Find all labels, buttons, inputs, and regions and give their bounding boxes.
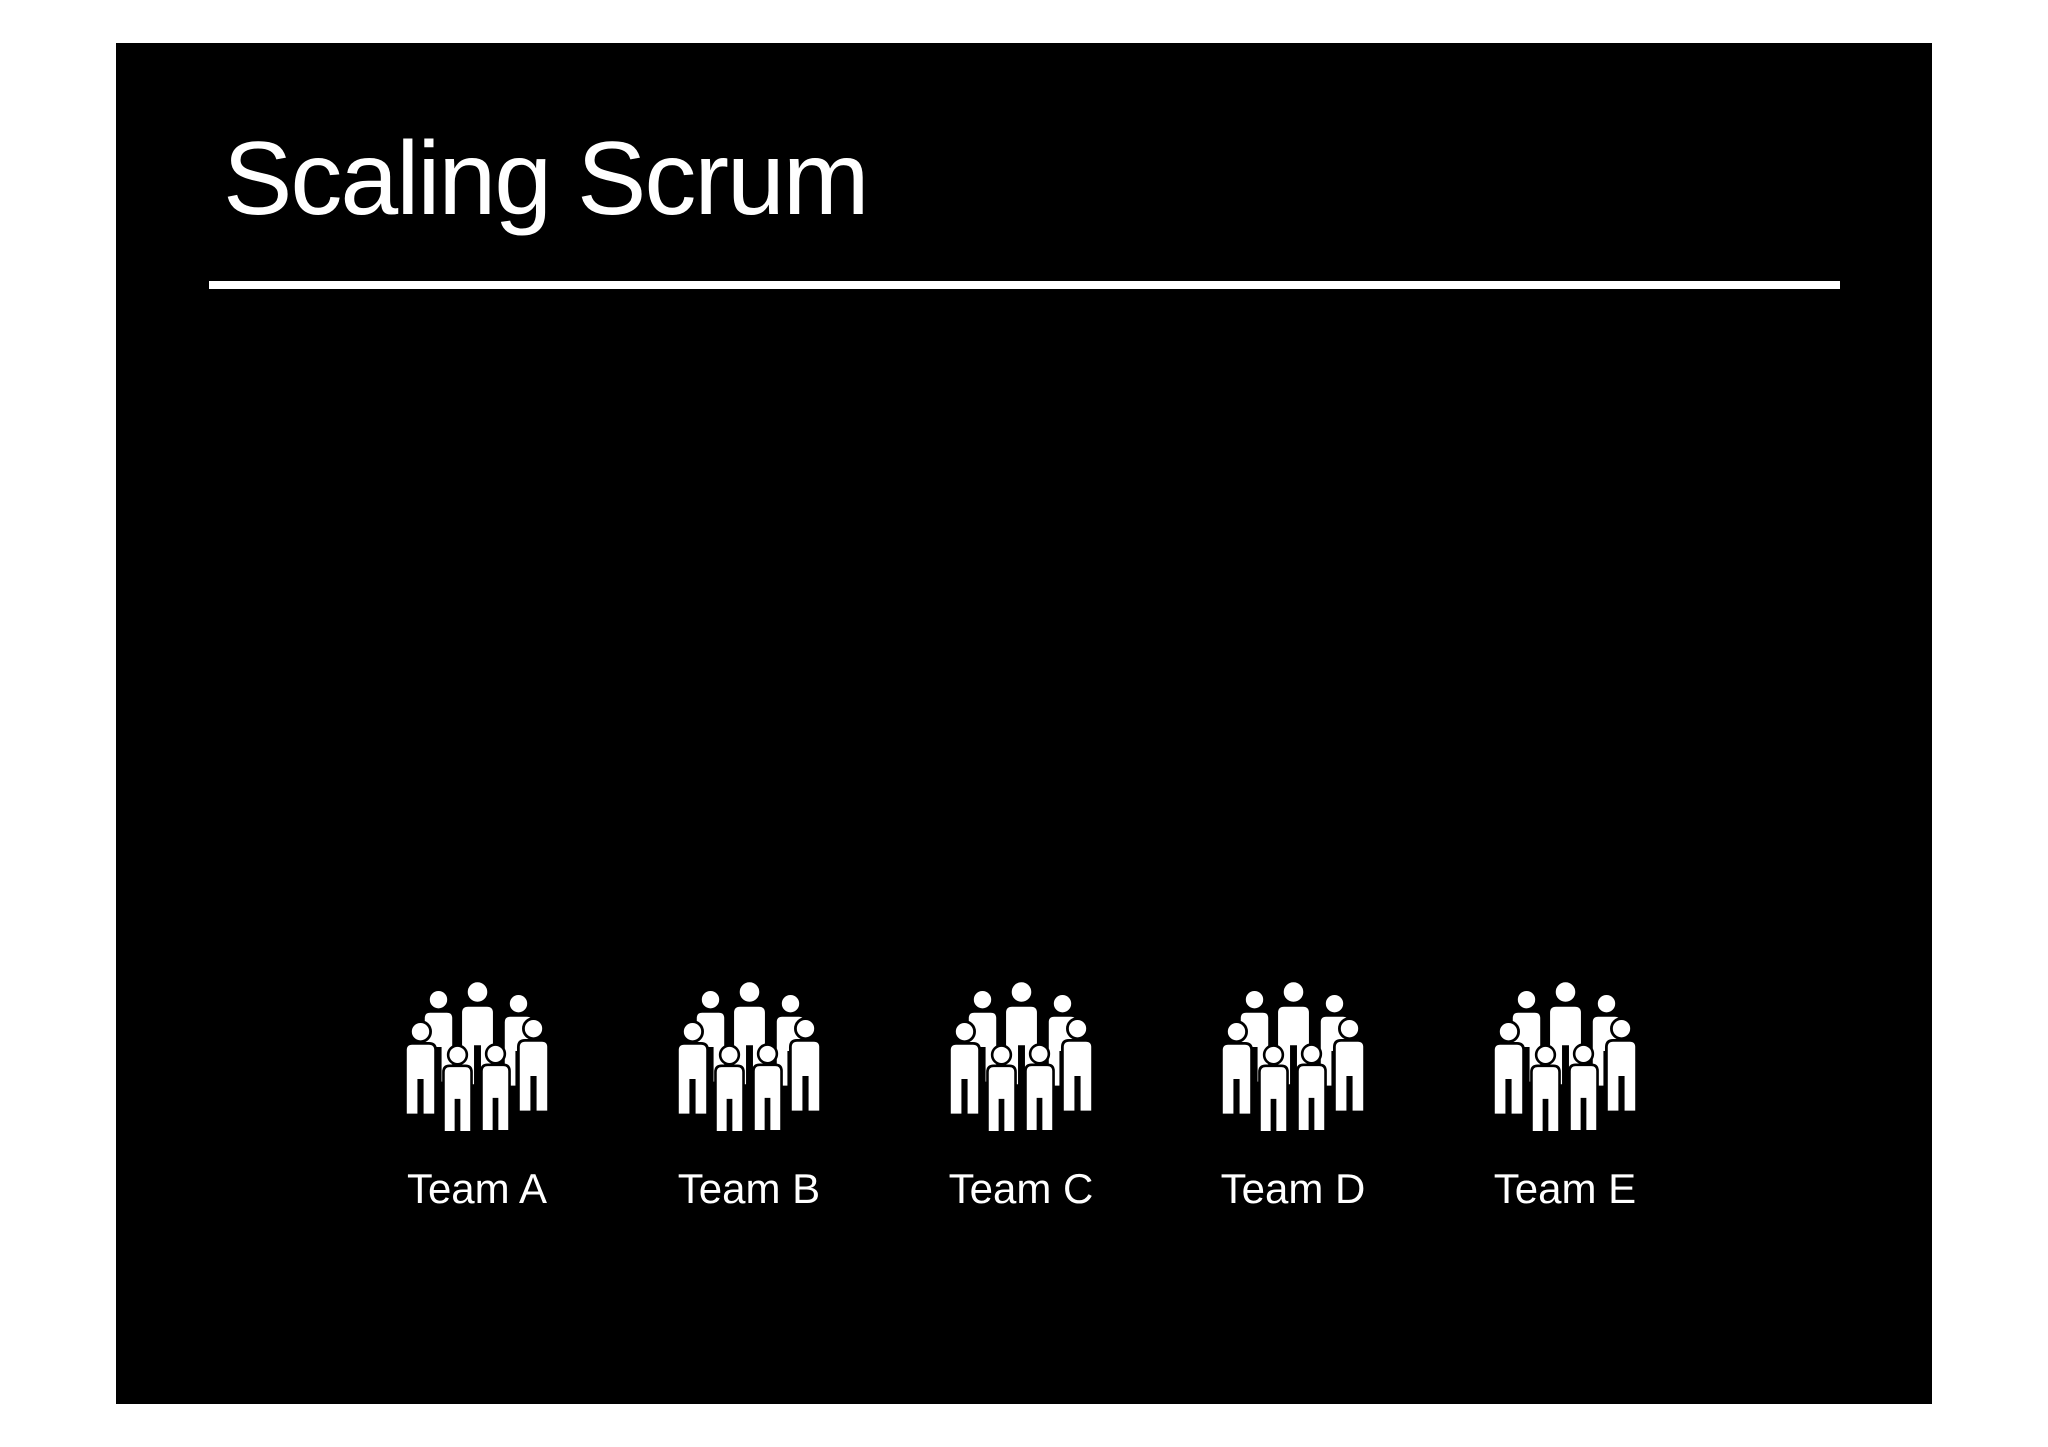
people-group-icon	[941, 980, 1101, 1140]
team-b: Team B	[649, 980, 849, 1214]
team-c: Team C	[921, 980, 1121, 1214]
team-label: Team C	[948, 1165, 1094, 1212]
people-group-icon	[1485, 980, 1645, 1140]
people-group-icon	[1213, 980, 1373, 1140]
team-label: Team A	[406, 1165, 548, 1212]
team-e: Team E	[1465, 980, 1665, 1214]
team-label: Team E	[1493, 1165, 1637, 1212]
slide: Scaling Scrum Team A Team B Team C	[116, 43, 1932, 1404]
team-a: Team A	[377, 980, 577, 1214]
teams-row: Team A Team B Team C Team D	[377, 980, 1665, 1214]
title-underline-rule	[209, 281, 1840, 289]
team-label: Team D	[1220, 1165, 1366, 1212]
team-label: Team B	[677, 1165, 821, 1212]
people-group-icon	[397, 980, 557, 1140]
people-group-icon	[669, 980, 829, 1140]
team-d: Team D	[1193, 980, 1393, 1214]
slide-title: Scaling Scrum	[223, 121, 869, 237]
